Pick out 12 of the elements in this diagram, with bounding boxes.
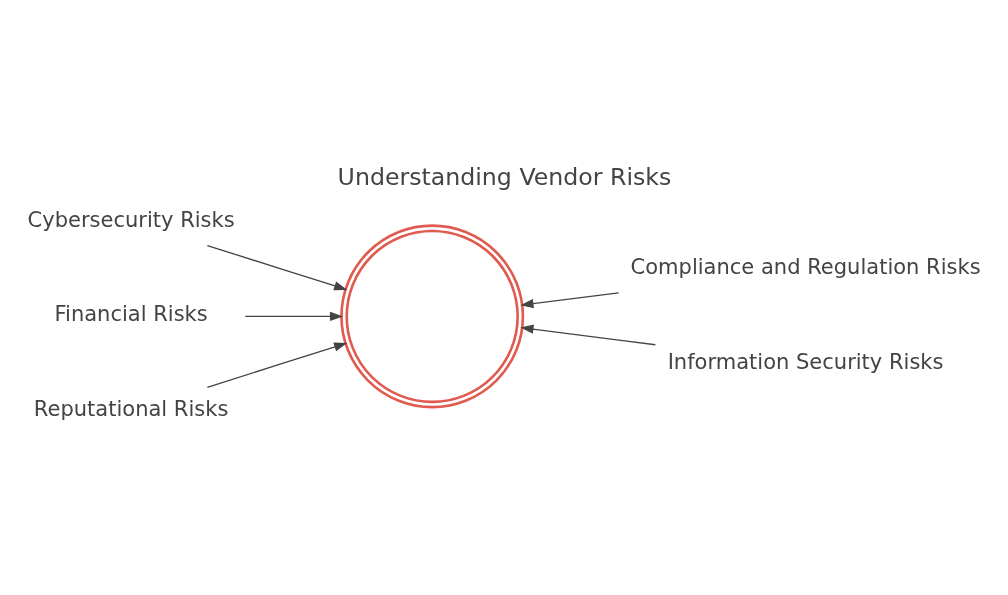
- node-text: Information Security Risks: [667, 348, 944, 374]
- arrow: [244, 311, 343, 321]
- arrow: [206, 342, 347, 388]
- node-text: Financial Risks: [53, 300, 208, 326]
- node-gear: [339, 223, 524, 408]
- arrow: [519, 324, 656, 345]
- node-text: Reputational Risks: [33, 395, 228, 421]
- arrow: [519, 291, 619, 308]
- diagram-title: Understanding Vendor Risks: [337, 162, 671, 191]
- node-text: Cybersecurity Risks: [27, 206, 235, 232]
- node-text: Compliance and Regulation Risks: [630, 253, 981, 279]
- arrow: [206, 244, 347, 290]
